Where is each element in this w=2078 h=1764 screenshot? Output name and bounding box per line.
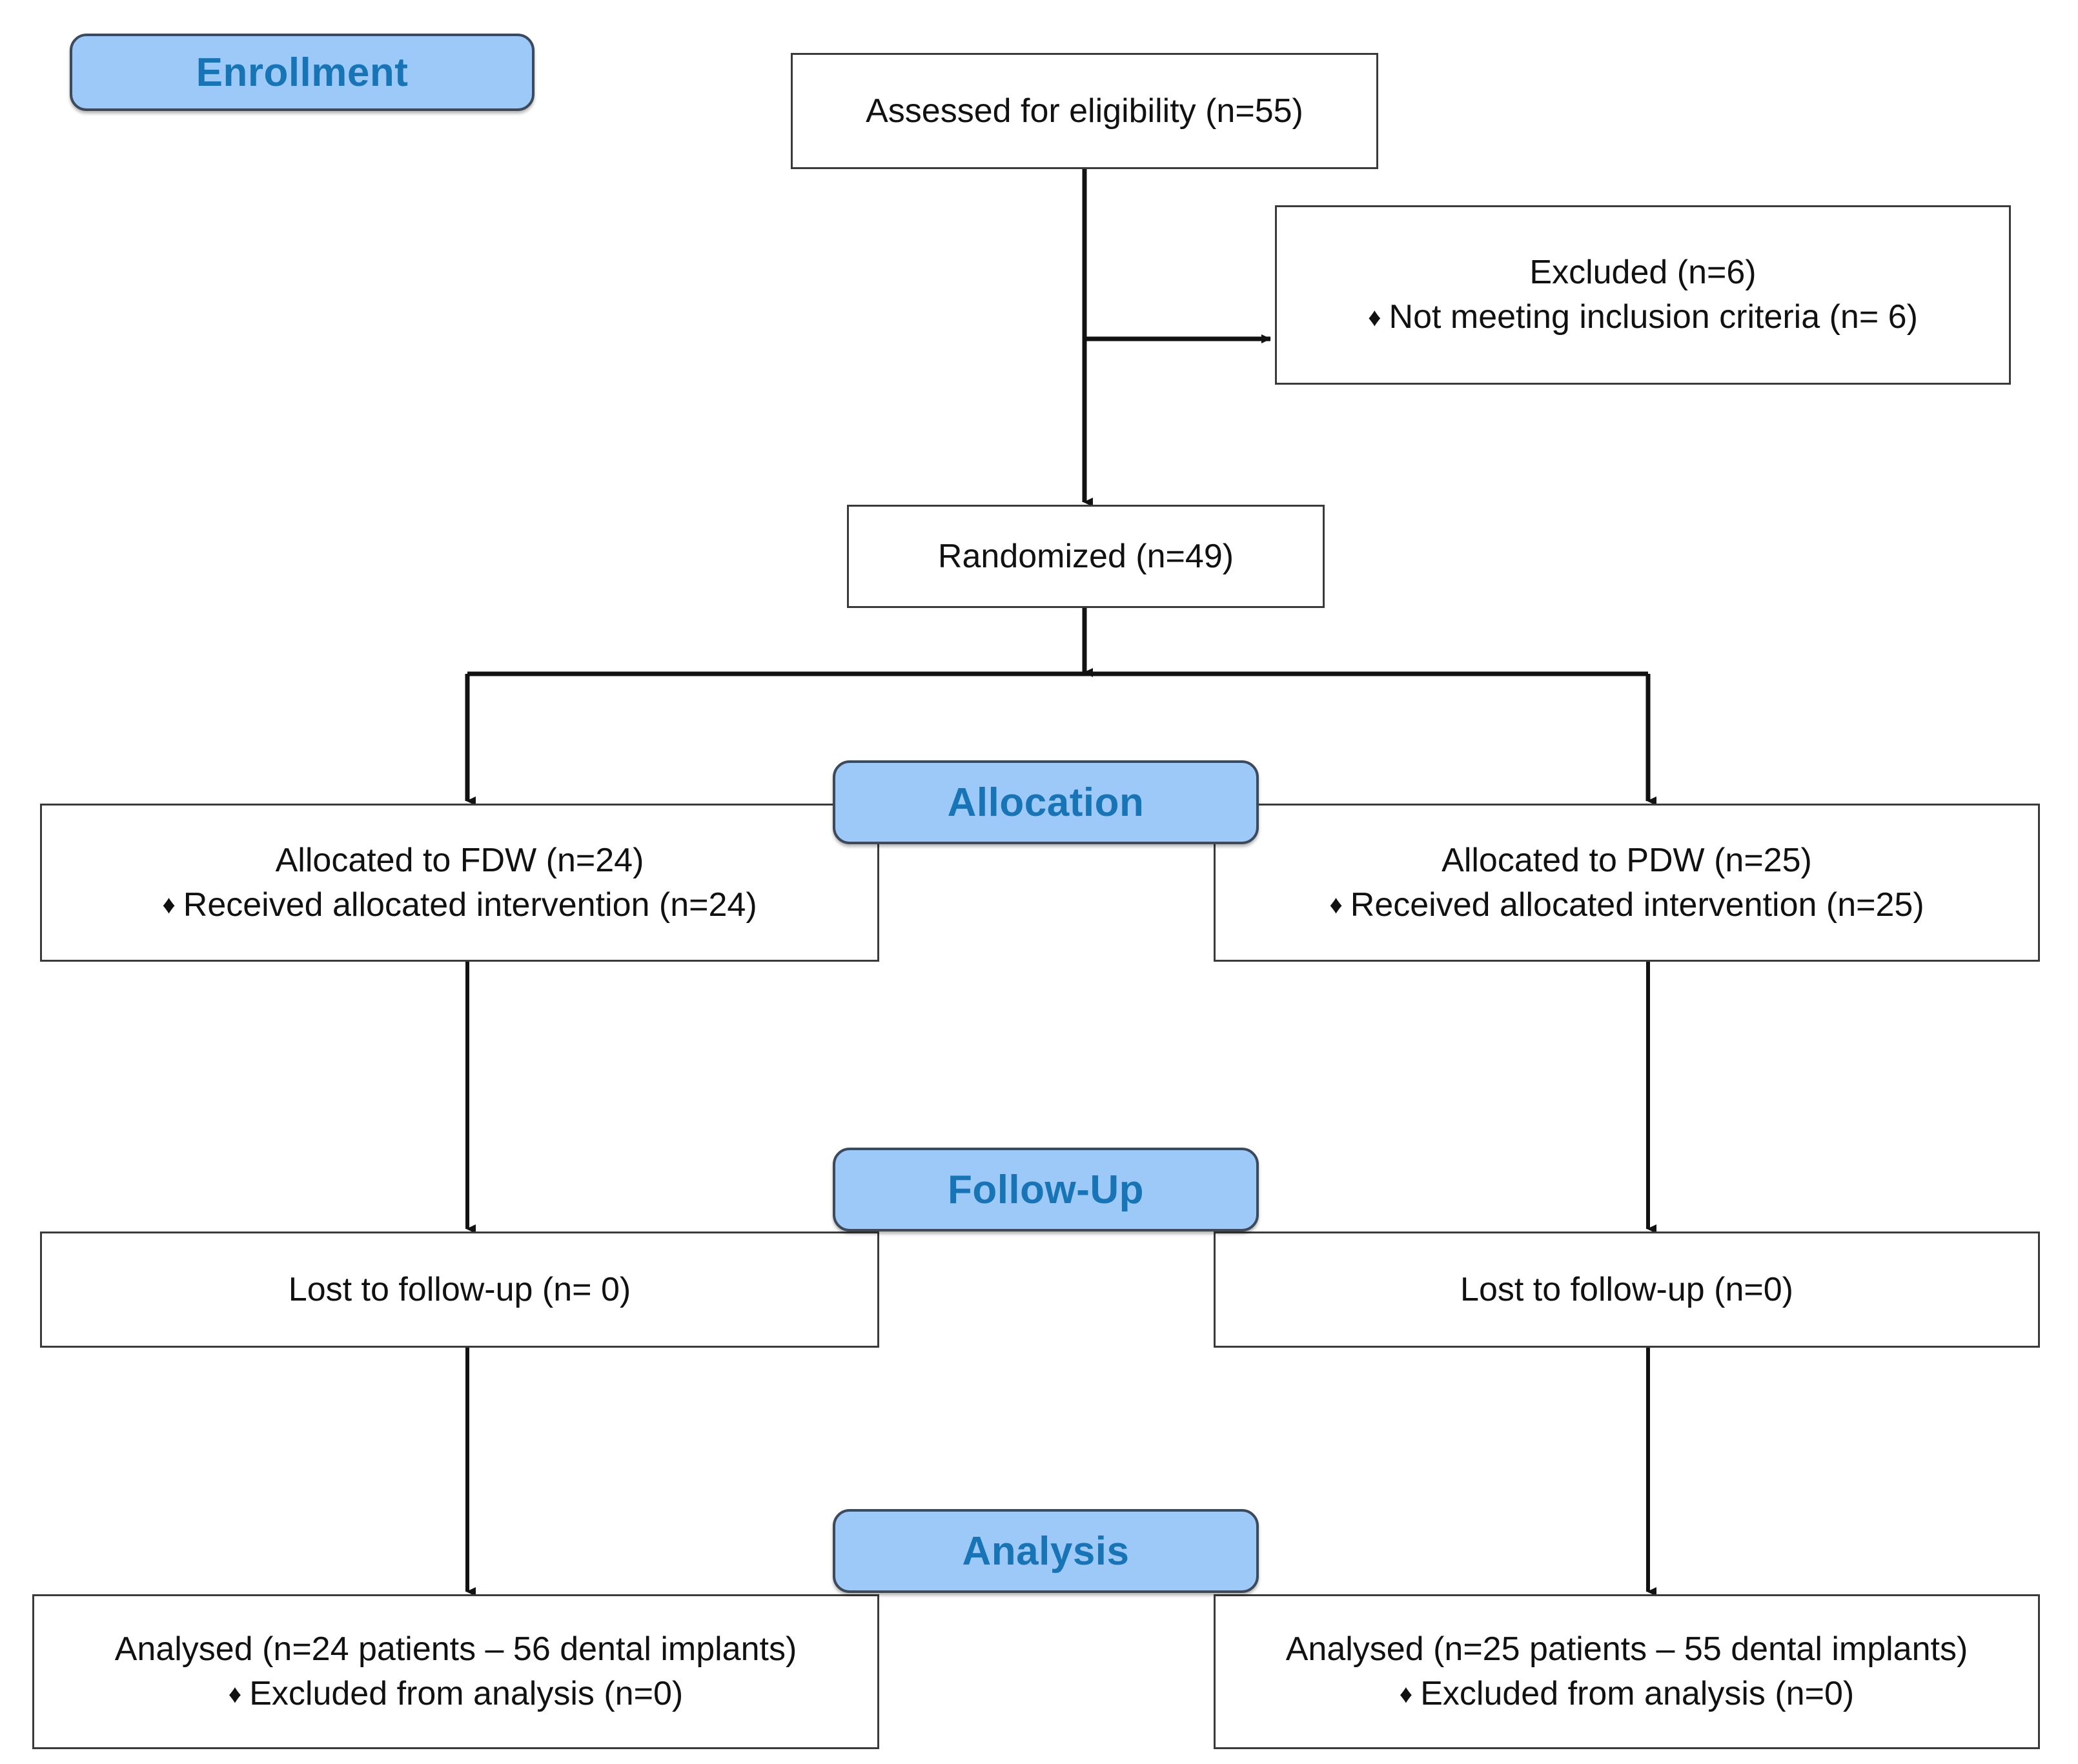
node-analysis-fdw-bullet-text: Excluded from analysis (n=0) bbox=[249, 1675, 684, 1712]
stage-badge-allocation: Allocation bbox=[833, 760, 1259, 844]
node-followup-fdw: Lost to follow-up (n= 0) bbox=[40, 1232, 879, 1348]
stage-badge-followup: Follow-Up bbox=[833, 1148, 1259, 1232]
node-followup-fdw-text: Lost to follow-up (n= 0) bbox=[288, 1270, 631, 1308]
node-randomized-text: Randomized (n=49) bbox=[937, 537, 1234, 575]
node-allocation-pdw-bullet-row: ♦Received allocated intervention (n=25) bbox=[1216, 883, 2038, 928]
diamond-bullet-icon: ♦ bbox=[228, 1679, 242, 1708]
node-assessed-for-eligibility: Assessed for eligibility (n=55) bbox=[791, 53, 1378, 169]
diamond-bullet-icon: ♦ bbox=[1368, 303, 1381, 332]
node-allocation-pdw-heading: Allocated to PDW (n=25) bbox=[1441, 841, 1812, 879]
node-allocation-pdw: Allocated to PDW (n=25) ♦Received alloca… bbox=[1214, 804, 2040, 962]
node-excluded: Excluded (n=6) ♦ Not meeting inclusion cr… bbox=[1275, 205, 2011, 385]
node-allocation-fdw: Allocated to FDW (n=24) ♦Received alloca… bbox=[40, 804, 879, 962]
node-analysis-pdw-bullet-row: ♦Excluded from analysis (n=0) bbox=[1216, 1672, 2038, 1716]
node-randomized: Randomized (n=49) bbox=[847, 505, 1325, 608]
stage-badge-enrollment: Enrollment bbox=[70, 34, 535, 111]
node-followup-pdw-text: Lost to follow-up (n=0) bbox=[1460, 1270, 1793, 1308]
node-allocation-fdw-bullet-row: ♦Received allocated intervention (n=24) bbox=[42, 883, 877, 928]
node-excluded-heading: Excluded (n=6) bbox=[1529, 254, 1757, 292]
diamond-bullet-icon: ♦ bbox=[1329, 891, 1343, 920]
node-assessed-text: Assessed for eligibility (n=55) bbox=[866, 92, 1303, 130]
stage-label-enrollment: Enrollment bbox=[196, 50, 409, 95]
stage-label-analysis: Analysis bbox=[962, 1528, 1130, 1574]
node-analysis-pdw-bullet-text: Excluded from analysis (n=0) bbox=[1420, 1675, 1855, 1712]
stage-label-allocation: Allocation bbox=[947, 780, 1145, 825]
node-allocation-pdw-bullet-text: Received allocated intervention (n=25) bbox=[1350, 886, 1924, 924]
node-allocation-fdw-bullet-text: Received allocated intervention (n=24) bbox=[183, 886, 757, 924]
node-allocation-fdw-heading: Allocated to FDW (n=24) bbox=[275, 841, 644, 879]
node-analysis-pdw: Analysed (n=25 patients – 55 dental impl… bbox=[1214, 1594, 2040, 1749]
stage-label-followup: Follow-Up bbox=[947, 1167, 1145, 1212]
diamond-bullet-icon: ♦ bbox=[1399, 1679, 1413, 1708]
node-analysis-pdw-heading: Analysed (n=25 patients – 55 dental impl… bbox=[1285, 1630, 1968, 1668]
node-analysis-fdw: Analysed (n=24 patients – 56 dental impl… bbox=[32, 1594, 879, 1749]
node-followup-pdw: Lost to follow-up (n=0) bbox=[1214, 1232, 2040, 1348]
node-analysis-fdw-heading: Analysed (n=24 patients – 56 dental impl… bbox=[114, 1630, 797, 1668]
node-analysis-fdw-bullet-row: ♦Excluded from analysis (n=0) bbox=[34, 1672, 877, 1716]
diamond-bullet-icon: ♦ bbox=[162, 891, 176, 920]
stage-badge-analysis: Analysis bbox=[833, 1509, 1259, 1593]
node-excluded-bullet-row: ♦ Not meeting inclusion criteria (n= 6) bbox=[1277, 295, 2009, 340]
node-excluded-bullet-text: Not meeting inclusion criteria (n= 6) bbox=[1389, 298, 1918, 336]
